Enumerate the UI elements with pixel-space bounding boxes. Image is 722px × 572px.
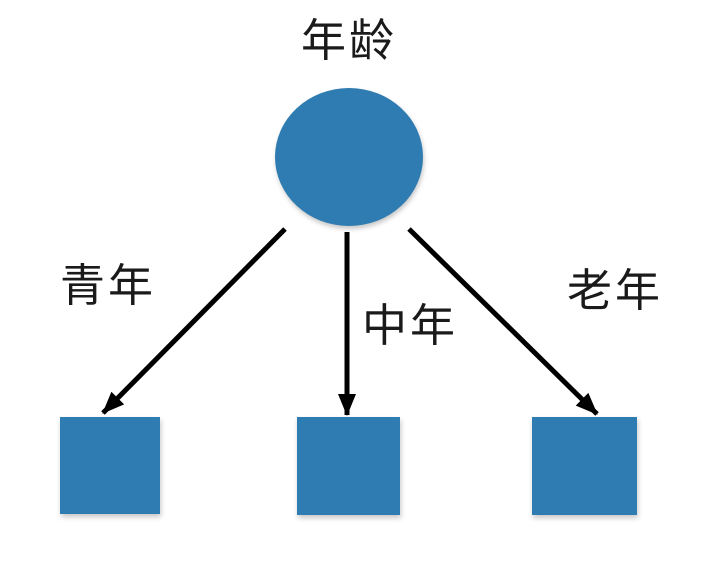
- leaf-node-youth: [60, 417, 160, 514]
- branch-label-middle-age: 中年: [362, 300, 459, 351]
- branch-label-youth: 青年: [60, 260, 157, 311]
- leaf-node-middle-age: [297, 417, 400, 515]
- branch-label-elderly: 老年: [567, 265, 664, 316]
- root-node-circle: [275, 88, 423, 226]
- leaf-node-elderly: [532, 417, 637, 515]
- edge-arrow-youth: [101, 227, 287, 415]
- root-node-label: 年龄: [300, 15, 397, 66]
